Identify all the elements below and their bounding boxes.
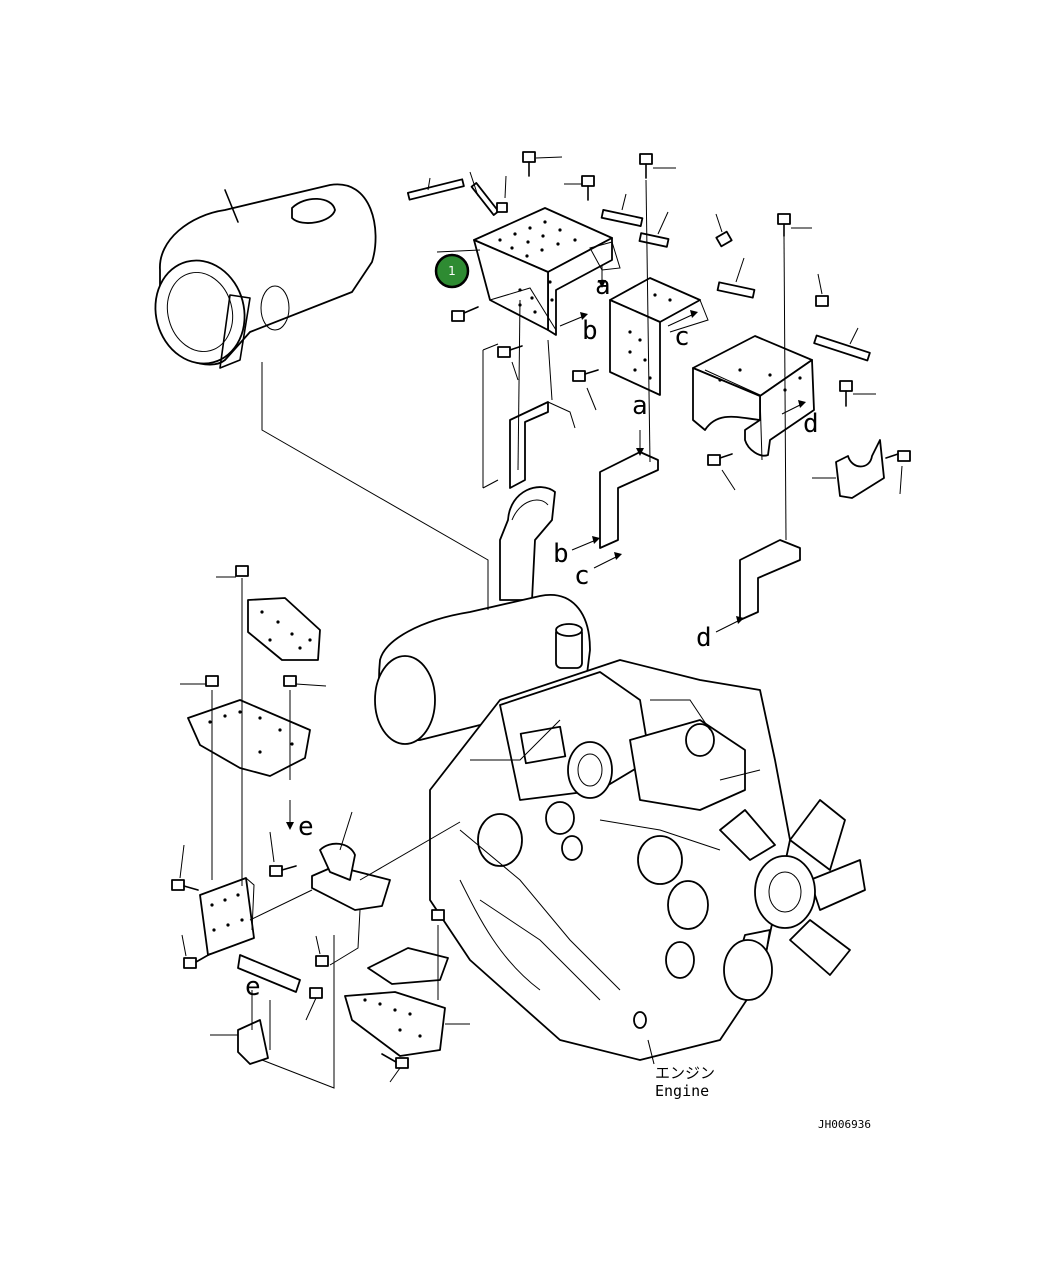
bolt [715, 213, 733, 248]
bolt [564, 175, 595, 201]
ref-letter-d-top: d [803, 409, 819, 439]
bolt [181, 934, 211, 969]
engine-label-japanese: エンジン [655, 1064, 715, 1082]
bolt [171, 844, 199, 891]
ref-letter-b-mid: b [553, 539, 569, 569]
ref-letter-a-top: a [595, 271, 611, 301]
bolts-lower[interactable] [171, 565, 445, 1083]
direction-arrows [251, 266, 806, 1022]
bolts-upper[interactable] [451, 151, 911, 495]
bolt [381, 1053, 409, 1083]
ref-letter-b-top: b [582, 316, 598, 346]
bolt [839, 380, 876, 407]
bolt [431, 909, 445, 921]
callout-1-number: 1 [448, 264, 456, 278]
bolt [451, 306, 479, 322]
bolt [216, 565, 249, 578]
bracket-holes [498, 220, 577, 314]
engine-label-english: Engine [655, 1082, 709, 1100]
engine[interactable] [429, 659, 866, 1061]
ref-letter-a-mid: a [632, 391, 648, 421]
right-cover[interactable] [692, 335, 815, 461]
callout-1-circle [434, 253, 470, 289]
cooling-fan [719, 799, 866, 1001]
bolt [305, 987, 323, 1021]
pipe-clamp[interactable] [812, 439, 885, 499]
leader-lines [261, 362, 489, 610]
middle-bracket[interactable] [609, 277, 709, 396]
support-rods-upper[interactable] [482, 179, 801, 621]
bolt [777, 213, 812, 237]
bolt [269, 831, 297, 877]
bolt [815, 273, 829, 307]
ref-letter-d-mid: d [696, 623, 712, 653]
ref-letter-e-low: e [245, 972, 261, 1002]
bolt [180, 675, 219, 687]
muffler-heat-shield[interactable] [144, 183, 377, 373]
ref-letter-c-mid: c [574, 561, 590, 591]
drawing-id: JH006936 [818, 1118, 871, 1131]
left-lower-brackets[interactable] [187, 578, 470, 1089]
bolt [572, 369, 599, 411]
bolt [315, 935, 329, 967]
bolt [885, 450, 911, 495]
bolt [639, 153, 676, 179]
bolt [522, 151, 563, 177]
callout-1[interactable]: 1 [434, 249, 481, 289]
upper-bracket-assembly[interactable] [473, 207, 621, 336]
ref-letter-e-mid: e [298, 812, 314, 842]
bolt [497, 345, 523, 381]
ref-letter-c-top: c [674, 322, 690, 352]
bolt [707, 453, 736, 491]
bolt [283, 675, 327, 687]
